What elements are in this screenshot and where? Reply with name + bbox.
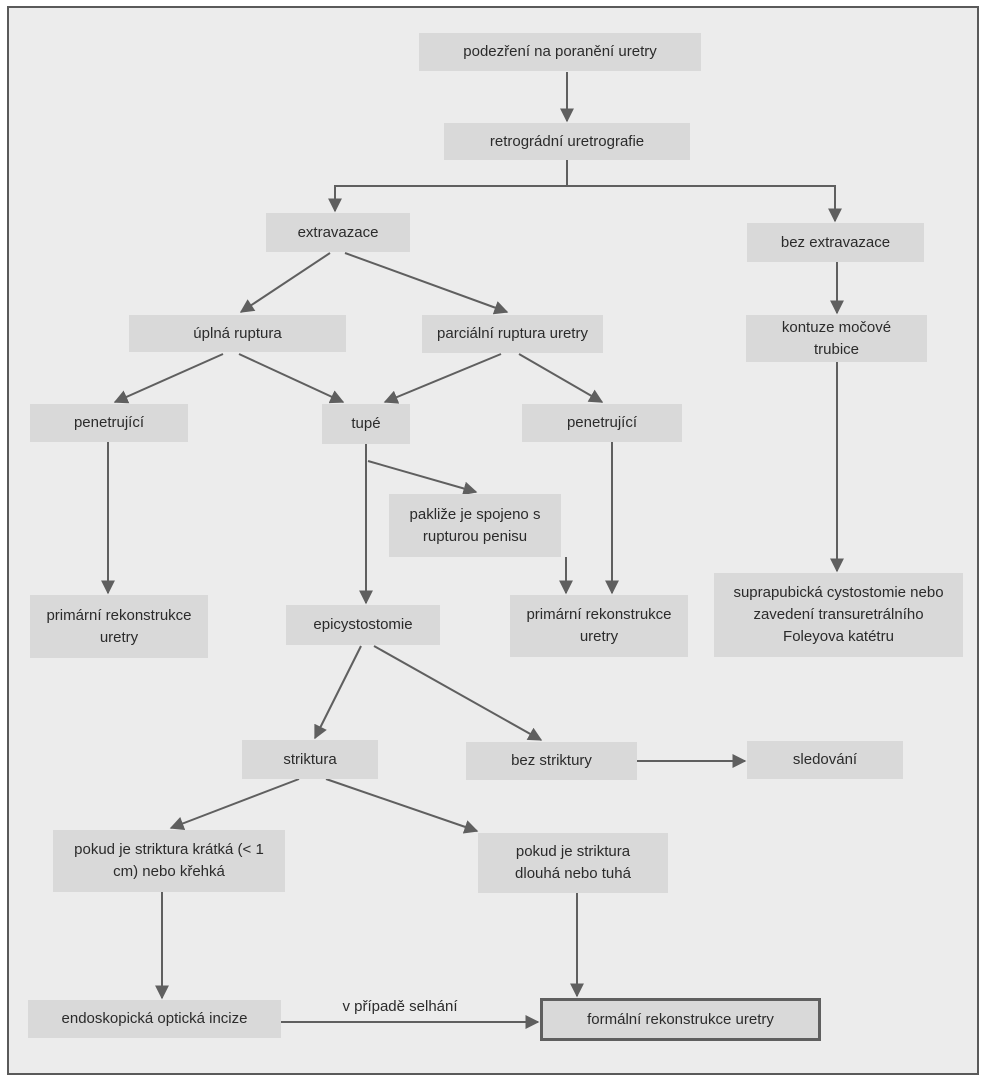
node-partial-rupture: parciální ruptura uretry (422, 315, 603, 353)
edge-stricture-short (169, 778, 300, 831)
node-complete-rupture: úplná ruptura (129, 315, 346, 352)
edge-partial-penetrating (518, 353, 604, 403)
edge-label-on-failure: v případě selhání (342, 998, 458, 1015)
edge-retrograde-extravasation (328, 160, 568, 213)
node-primary-recon-right: primární rekonstrukce uretry (510, 595, 688, 657)
edge-blunt-penile (367, 460, 478, 496)
edge-partial-blunt (383, 353, 502, 404)
node-retrograde-urethrography: retrográdní uretrografie (444, 123, 690, 160)
node-no-extravasation: bez extravazace (747, 223, 924, 262)
node-long-stricture: pokud je striktura dlouhá nebo tuhá (478, 833, 668, 893)
edge-extravasation-complete (239, 252, 331, 313)
edge-epi-nostricture (373, 645, 543, 741)
node-blunt: tupé (322, 404, 410, 444)
node-suprapubic: suprapubická cystostomie nebo zavedení t… (714, 573, 963, 657)
node-suspicion: podezření na poranění uretry (419, 33, 701, 71)
node-extravasation: extravazace (266, 213, 410, 252)
node-penile-rupture: pakliže je spojeno s rupturou penisu (389, 494, 561, 557)
edge-complete-blunt (238, 353, 345, 404)
node-short-stricture: pokud je striktura krátká (< 1 cm) nebo … (53, 830, 285, 892)
edge-complete-penetrating (113, 353, 224, 404)
node-epicystostomy: epicystostomie (286, 605, 440, 645)
node-penetrating-left: penetrující (30, 404, 188, 442)
edge-extravasation-partial (344, 252, 509, 315)
node-formal-reconstruction: formální rekonstrukce uretry (540, 998, 821, 1041)
node-no-stricture: bez striktury (466, 742, 637, 780)
edge-retrograde-no-extravasation (567, 185, 842, 223)
node-stricture: striktura (242, 740, 378, 779)
node-endoscopic-incision: endoskopická optická incize (28, 1000, 281, 1038)
edge-stricture-long (325, 778, 479, 834)
node-penetrating-right: penetrující (522, 404, 682, 442)
node-follow-up: sledování (747, 741, 903, 779)
node-primary-recon-left: primární rekonstrukce uretry (30, 595, 208, 658)
node-contusion: kontuze močové trubice (746, 315, 927, 362)
edge-epi-stricture (314, 645, 362, 740)
